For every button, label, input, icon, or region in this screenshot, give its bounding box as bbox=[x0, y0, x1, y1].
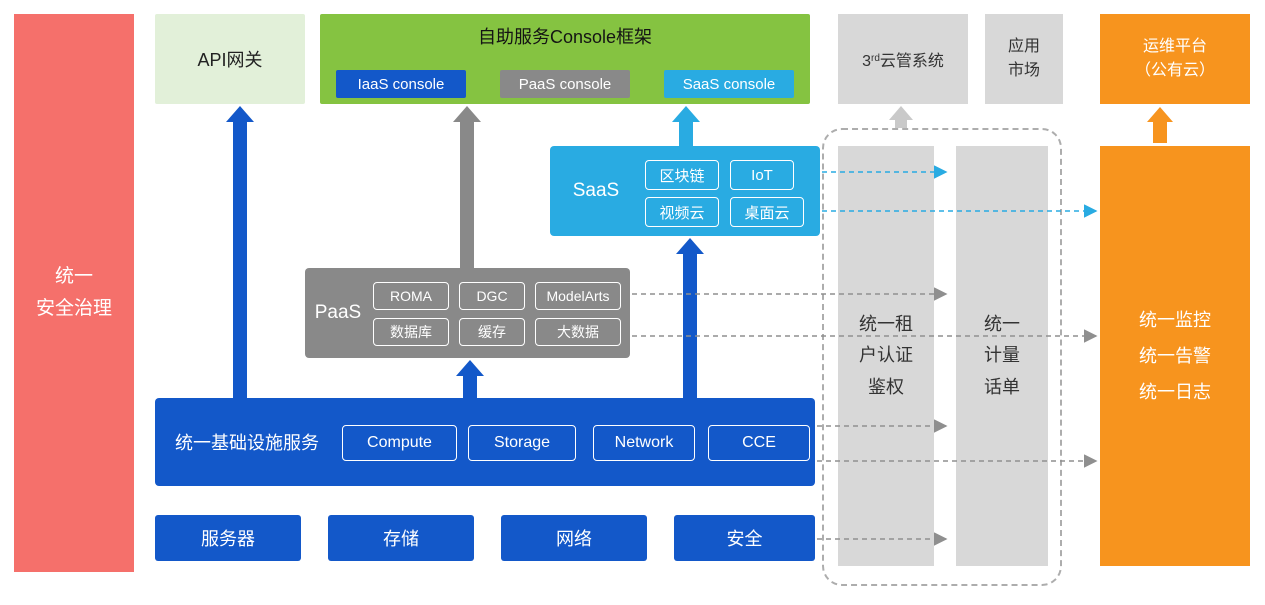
paas-item-dgc: DGC bbox=[459, 282, 525, 310]
api-gateway-box: API网关 bbox=[155, 14, 305, 104]
unified-metering-label: 统一 计量 话单 bbox=[984, 313, 1020, 397]
iaas-console-box: IaaS console bbox=[336, 70, 466, 98]
unified-tenant-auth-label: 统一租 户认证 鉴权 bbox=[859, 313, 913, 397]
third-party-cloud-box: 3rd云管系统 bbox=[838, 14, 968, 104]
infrastructure-layer-label: 统一基础设施服务 bbox=[175, 433, 319, 453]
infra-item-network: Network bbox=[593, 425, 695, 461]
console-frame-title: 自助服务Console框架 bbox=[477, 27, 653, 47]
om-platform-box: 运维平台 （公有云） bbox=[1100, 14, 1250, 104]
app-market-label: 应用 市场 bbox=[1007, 38, 1040, 79]
om-platform-label: 运维平台 （公有云） bbox=[1134, 38, 1215, 79]
arrow-paas-to-console bbox=[453, 106, 481, 269]
arrow-infra-to-paas bbox=[456, 360, 484, 399]
saas-layer-box: SaaS 区块链 IoT 视频云 桌面云 bbox=[550, 146, 820, 236]
arrow-infra-to-saas bbox=[676, 238, 704, 399]
arrow-tenant-to-third-party bbox=[889, 106, 913, 128]
arrow-infra-to-api-gateway bbox=[226, 106, 254, 399]
saas-item-iot: IoT bbox=[730, 160, 794, 190]
infra-item-compute: Compute bbox=[342, 425, 457, 461]
console-frame-box: 自助服务Console框架 IaaS console PaaS console … bbox=[320, 14, 810, 104]
hardware-item-storage: 存储 bbox=[328, 515, 474, 561]
paas-layer-label: PaaS bbox=[314, 302, 362, 323]
third-party-cloud-label: 3rd云管系统 bbox=[862, 53, 944, 70]
paas-item-database: 数据库 bbox=[373, 318, 449, 346]
arrow-saas-to-console bbox=[672, 106, 700, 147]
paas-item-modelarts: ModelArts bbox=[535, 282, 621, 310]
hardware-item-server: 服务器 bbox=[155, 515, 301, 561]
paas-console-label: PaaS console bbox=[518, 75, 612, 93]
unified-tenant-auth-bar: 统一租 户认证 鉴权 bbox=[838, 146, 934, 566]
infra-item-cce: CCE bbox=[708, 425, 810, 461]
app-market-box: 应用 市场 bbox=[985, 14, 1063, 104]
hardware-item-network: 网络 bbox=[501, 515, 647, 561]
arrow-monitoring-to-om bbox=[1147, 107, 1173, 143]
paas-item-cache: 缓存 bbox=[459, 318, 525, 346]
unified-metering-bar: 统一 计量 话单 bbox=[956, 146, 1048, 566]
unified-security-bar: 统一 安全治理 bbox=[14, 14, 134, 572]
saas-console-box: SaaS console bbox=[664, 70, 794, 98]
saas-item-video-cloud: 视频云 bbox=[645, 197, 719, 227]
paas-layer-box: PaaS ROMA DGC ModelArts 数据库 缓存 大数据 bbox=[305, 268, 630, 358]
saas-item-desktop-cloud: 桌面云 bbox=[730, 197, 804, 227]
saas-layer-label: SaaS bbox=[572, 180, 620, 201]
paas-item-roma: ROMA bbox=[373, 282, 449, 310]
unified-security-label: 统一 安全治理 bbox=[35, 265, 112, 319]
infrastructure-layer-box: 统一基础设施服务 Compute Storage Network CCE bbox=[155, 398, 815, 486]
infra-item-storage: Storage bbox=[468, 425, 576, 461]
unified-monitoring-label: 统一监控 统一告警 统一日志 bbox=[1139, 310, 1211, 402]
iaas-console-label: IaaS console bbox=[357, 75, 445, 93]
saas-console-label: SaaS console bbox=[682, 75, 776, 93]
paas-item-bigdata: 大数据 bbox=[535, 318, 621, 346]
hardware-item-security: 安全 bbox=[674, 515, 815, 561]
tenant-services-dashed-container bbox=[822, 128, 1062, 586]
paas-console-box: PaaS console bbox=[500, 70, 630, 98]
unified-monitoring-box: 统一监控 统一告警 统一日志 bbox=[1100, 146, 1250, 566]
api-gateway-label: API网关 bbox=[197, 50, 263, 70]
saas-item-blockchain: 区块链 bbox=[645, 160, 719, 190]
